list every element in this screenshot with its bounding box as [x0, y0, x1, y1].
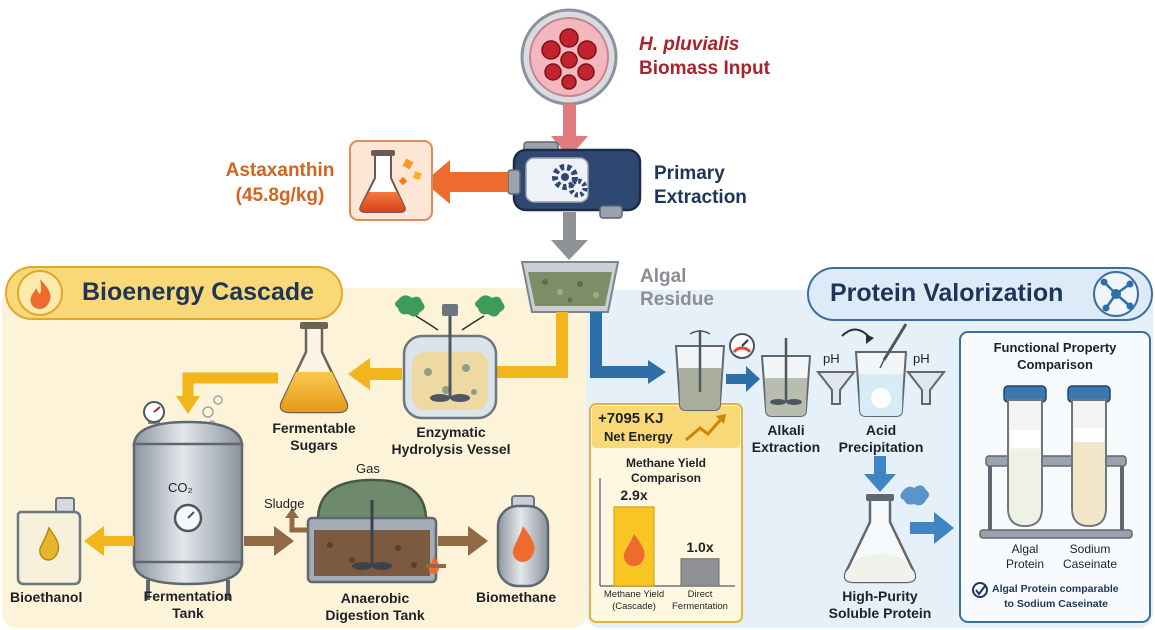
- methane-bar-value-1: 2.9x: [620, 486, 648, 503]
- algal-residue-tray-icon: [520, 261, 620, 313]
- extraction-label-2: Extraction: [654, 187, 747, 208]
- sugars-label-2: Sugars: [290, 437, 338, 453]
- tube2-label-2: Caseinate: [1062, 557, 1118, 571]
- arrow-to-bioethanol: [84, 526, 134, 556]
- conclusion-line-2: to Sodium Caseinate: [1004, 598, 1108, 610]
- arrow-to-astaxanthin: [424, 160, 508, 204]
- bioenergy-title: Bioenergy Cascade: [82, 278, 315, 306]
- flame-icon: [30, 279, 51, 309]
- arrow-extraction-to-residue: [551, 212, 588, 260]
- extraction-machine-icon: [507, 141, 642, 219]
- chart-title-1: Methane Yield: [625, 456, 707, 470]
- methane-category-label-1-2: (Cascade): [612, 601, 656, 612]
- filter-funnel-2-icon: [905, 371, 947, 405]
- hydrolysis-label-2: Hydrolysis Vessel: [391, 441, 511, 457]
- fermentation-label-1: Fermentation: [143, 588, 233, 604]
- product-label-1: High-Purity: [842, 588, 918, 604]
- ph-label-1: pH: [823, 351, 840, 366]
- comparison-title-1: Functional Property: [993, 340, 1117, 355]
- hydrolysis-vessel-icon: [395, 295, 505, 420]
- astaxanthin-flask-icon: [349, 140, 433, 221]
- arrow-to-product: [864, 456, 896, 492]
- gas-label: Gas: [356, 461, 380, 476]
- alkali-mixing-beaker-icon: [760, 338, 812, 417]
- sugars-flask-icon: [279, 322, 349, 414]
- product-flask-icon: [843, 485, 929, 584]
- molecule-icon: [1100, 278, 1134, 312]
- arrow-biomass-to-extraction: [551, 104, 588, 158]
- bioethanol-label: Bioethanol: [10, 589, 83, 605]
- arrow-sugars-to-fermentation: [182, 372, 278, 398]
- methane-bar-2: [680, 558, 720, 587]
- methane-bar-value-2: 1.0x: [686, 538, 714, 555]
- biomethane-label: Biomethane: [476, 589, 557, 605]
- net-energy-label: Net Energy: [604, 429, 673, 444]
- tube1-label-2: Protein: [1005, 557, 1045, 571]
- methane-category-label-2-2: Fermentation: [672, 601, 728, 612]
- acid-beaker-icon: [841, 323, 908, 417]
- biomass-dish-icon: [520, 8, 618, 106]
- bioenergy-header: [5, 266, 343, 320]
- chart-title-2: Comparison: [630, 471, 701, 485]
- methane-category-label-1-1: Methane Yield: [603, 589, 665, 600]
- arrow-to-digestion: [244, 526, 294, 556]
- tube1-label-1: Algal: [1011, 542, 1039, 556]
- comparison-title-2: Comparison: [1017, 357, 1093, 372]
- fermentation-label-2: Tank: [172, 605, 204, 621]
- astaxanthin-label: Astaxanthin: [225, 160, 335, 181]
- methane-category-label-2-1: Direct: [687, 589, 713, 600]
- astaxanthin-yield: (45.8g/kg): [235, 185, 325, 206]
- sludge-label: Sludge: [264, 496, 305, 511]
- digestion-tank-icon: [306, 478, 440, 584]
- alkali-label-2: Extraction: [751, 439, 821, 455]
- arrow-to-biomethane: [438, 526, 488, 556]
- check-circle-icon: [972, 582, 988, 598]
- arrow-residue-to-hydrolysis: [472, 312, 568, 378]
- biomass-input-label: Biomass Input: [639, 58, 770, 79]
- filter-funnel-icon: [815, 371, 857, 405]
- bar-flame-icon: [623, 534, 645, 567]
- sugars-label-1: Fermentable: [272, 420, 356, 436]
- residue-label-1: Algal: [640, 266, 687, 287]
- algal-protein-tube-icon: [1003, 385, 1047, 528]
- acid-label-1: Acid: [865, 422, 897, 438]
- acid-label-2: Precipitation: [838, 439, 924, 455]
- conclusion-line-1: Algal Protein comparable: [992, 583, 1119, 595]
- product-label-2: Soluble Protein: [828, 605, 932, 621]
- arrow-residue-to-alkali: [590, 312, 650, 378]
- ph-label-2: pH: [913, 351, 930, 366]
- co2-label: CO₂: [168, 480, 193, 495]
- tube2-label-1: Sodium: [1069, 542, 1111, 556]
- alkali-label-1: Alkali: [767, 422, 805, 438]
- extraction-label-1: Primary: [654, 163, 725, 184]
- hydrolysis-label-1: Enzymatic: [416, 424, 486, 440]
- biomethane-cylinder-icon: [496, 495, 550, 588]
- arrow-hydrolysis-to-sugars: [348, 358, 402, 390]
- arrow-to-comparison: [910, 512, 954, 544]
- residue-label-2: Residue: [640, 289, 714, 310]
- net-energy-value: +7095 KJ: [598, 410, 664, 427]
- bioenergy-region: [2, 288, 586, 628]
- alkali-beaker-icon: [674, 330, 755, 411]
- arrow-alkali-step: [726, 366, 760, 392]
- comparison-box: [959, 331, 1151, 623]
- digestion-label-2: Digestion Tank: [325, 607, 425, 623]
- sodium-caseinate-tube-icon: [1067, 385, 1111, 528]
- biomass-species-label: H. pluvialis: [639, 34, 740, 55]
- protein-title: Protein Valorization: [830, 279, 1064, 307]
- bioethanol-can-icon: [16, 497, 82, 586]
- digestion-label-1: Anaerobic: [340, 590, 410, 606]
- methane-chart-bars: [613, 506, 720, 587]
- fermentation-tank-icon: [132, 395, 244, 600]
- arrow-sludge: [289, 516, 308, 533]
